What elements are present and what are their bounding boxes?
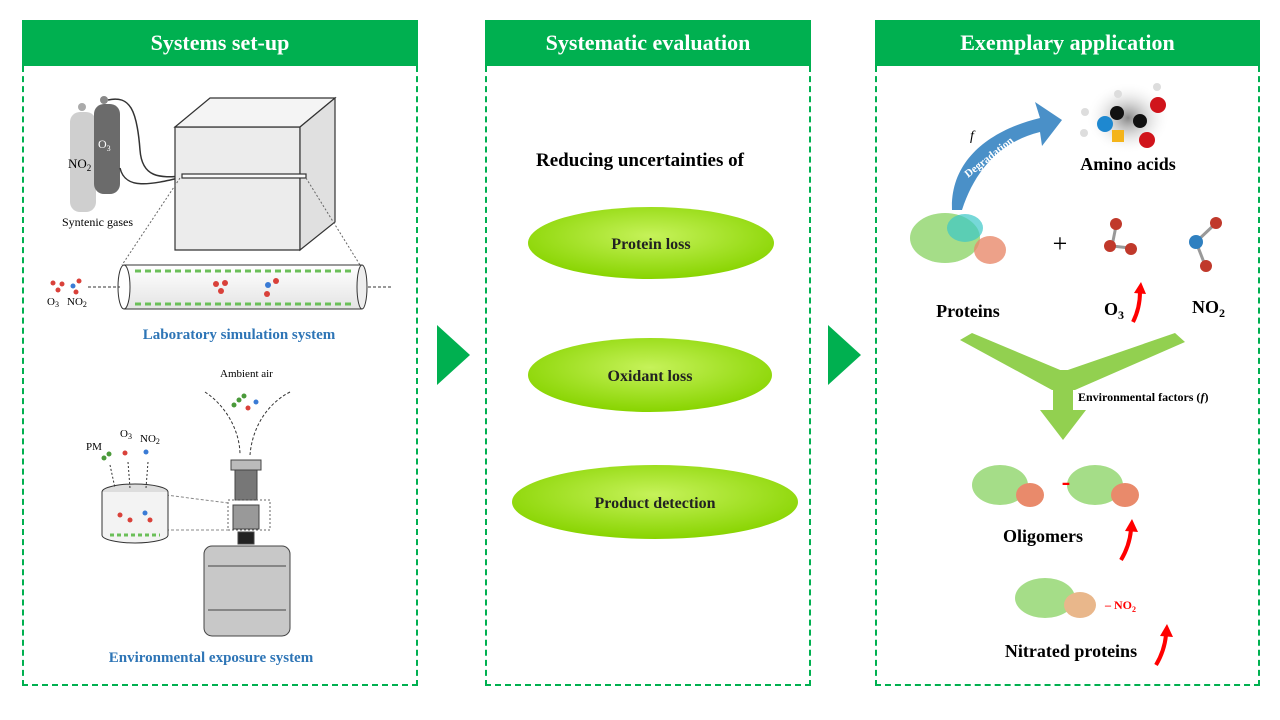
no2-molecule-icon: [1189, 217, 1222, 272]
o3-label: O3: [120, 428, 132, 441]
oligomer-structure-icon: [972, 465, 1139, 507]
panel-header-evaluation: Systematic evaluation: [485, 20, 811, 66]
panel-evaluation: [485, 66, 811, 686]
ambient-air-label: Ambient air: [220, 368, 273, 380]
panel-header-setup: Systems set-up: [22, 20, 418, 66]
ellipse-protein-loss: [528, 207, 774, 279]
plus-sign: +: [1053, 229, 1068, 258]
env-system-label: Environmental exposure system: [109, 650, 314, 666]
pm-label: PM: [86, 441, 102, 453]
degradation-arrow-icon: [951, 102, 1062, 210]
inlet-label-no2: NO2: [67, 296, 87, 309]
increase-arrow-icon: [1154, 634, 1168, 667]
nitrated-protein-icon: [1015, 578, 1096, 618]
oligomers-label: Oligomers: [1003, 526, 1083, 546]
panel-title: Systems set-up: [150, 30, 290, 55]
cylinder-label-o3: O3: [98, 137, 111, 153]
sampler-device: [203, 459, 291, 637]
panel-setup: [22, 66, 418, 686]
chamber-cube: [173, 96, 337, 252]
flow-arrow-icon: [828, 325, 861, 385]
link-dash: -: [1062, 467, 1071, 496]
panel-header-application: Exemplary application: [875, 20, 1260, 66]
panel-application: [875, 66, 1260, 686]
item-label: Oxidant loss: [608, 368, 693, 385]
flow-tube: [117, 264, 368, 310]
nitro-group-label: – NO2: [1104, 598, 1136, 614]
no2-label: NO2: [140, 433, 160, 446]
flow-arrow-icon: [437, 325, 470, 385]
cylinder-label-no2: NO2: [68, 156, 91, 173]
f-symbol: f: [970, 129, 976, 144]
nitrated-proteins-label: Nitrated proteins: [1005, 641, 1137, 661]
amino-acid-molecule: [1080, 82, 1170, 154]
increase-arrow-icon: [1119, 529, 1133, 562]
ellipse-product-detection: [512, 465, 798, 539]
ellipse-oxidant-loss: [528, 338, 772, 412]
proteins-label: Proteins: [936, 301, 1000, 321]
o3-molecule-icon: [1104, 218, 1137, 255]
no2-label: NO2: [1192, 297, 1225, 320]
exposure-dish: [101, 483, 169, 544]
amino-acids-label: Amino acids: [1080, 154, 1176, 174]
item-label: Product detection: [594, 495, 715, 512]
evaluation-heading: Reducing uncertainties of: [536, 150, 745, 171]
item-label: Protein loss: [611, 236, 690, 253]
gases-label: Syntenic gases: [62, 215, 133, 229]
increase-arrow-icon: [1131, 291, 1142, 323]
o3-label: O3: [1104, 299, 1124, 322]
protein-structure-icon: [910, 213, 1006, 264]
merge-arrow-icon: [960, 333, 1185, 440]
inlet-label-o3: O3: [47, 296, 59, 309]
panel-title: Systematic evaluation: [545, 30, 751, 55]
env-factors-label: Environmental factors (f): [1078, 390, 1208, 404]
panel-title: Exemplary application: [960, 30, 1175, 55]
gas-cylinders: [70, 96, 184, 212]
lab-system-label: Laboratory simulation system: [143, 327, 336, 343]
